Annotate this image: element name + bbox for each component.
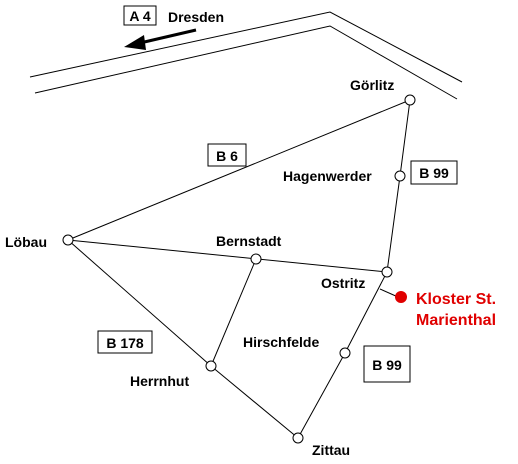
zittau-label: Zittau — [312, 442, 350, 458]
dresden-label: Dresden — [168, 9, 224, 25]
a4-shield: A 4 — [123, 5, 157, 26]
poi-access-road — [379, 288, 399, 298]
road-b6 — [67, 99, 411, 241]
zittau-node — [292, 432, 304, 444]
b6-shield: B 6 — [207, 143, 247, 167]
b99-south-shield: B 99 — [363, 345, 411, 383]
motorway-a4-upper-edge — [29, 11, 463, 83]
loebau-node — [62, 234, 74, 246]
road-b178 — [67, 239, 212, 367]
a4-shield-label: A 4 — [129, 8, 150, 24]
ostritz-label: Ostritz — [321, 275, 365, 291]
road-bernstadt-herrnhut — [210, 258, 257, 367]
motorway-a4-lower-edge — [34, 25, 458, 100]
kloster-marker-icon — [395, 291, 407, 303]
hagenwerder-node — [394, 170, 406, 182]
b178-shield-label: B 178 — [106, 335, 144, 351]
b99-north-shield-label: B 99 — [419, 165, 449, 181]
hagenwerder-label: Hagenwerder — [283, 168, 372, 184]
hirschfelde-node — [339, 347, 351, 359]
bernstadt-node — [250, 253, 262, 265]
road-herrnhut-zittau — [210, 365, 299, 439]
b99-south-shield-label: B 99 — [372, 357, 402, 373]
direction-arrow-icon — [124, 28, 197, 50]
herrnhut-node — [205, 360, 217, 372]
b99-north-shield: B 99 — [410, 160, 458, 185]
goerlitz-node — [404, 94, 416, 106]
ostritz-node — [381, 266, 393, 278]
b178-shield: B 178 — [97, 330, 153, 354]
goerlitz-label: Görlitz — [350, 77, 394, 93]
road-loebau-ostritz — [67, 239, 388, 273]
herrnhut-label: Herrnhut — [130, 373, 189, 389]
b6-shield-label: B 6 — [216, 148, 238, 164]
loebau-label: Löbau — [5, 234, 47, 250]
bernstadt-label: Bernstadt — [216, 233, 282, 249]
kloster-label-line1: Kloster St. — [416, 291, 496, 308]
kloster-label-line2: Marienthal — [416, 312, 496, 329]
hirschfelde-label: Hirschfelde — [243, 334, 319, 350]
